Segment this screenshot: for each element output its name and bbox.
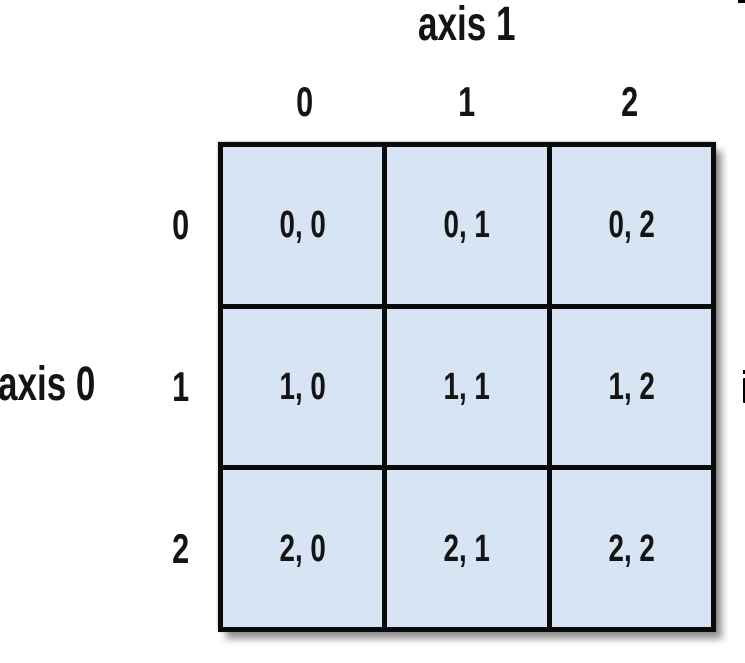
cell-0-1: 0, 1 xyxy=(387,147,547,304)
cell-1-2: 1, 2 xyxy=(551,308,711,466)
cell-2-1: 2, 1 xyxy=(387,470,547,627)
cell-2-0: 2, 0 xyxy=(223,470,383,627)
cell-2-2: 2, 2 xyxy=(551,470,711,627)
cell-1-1: 1, 1 xyxy=(387,308,547,466)
cell-0-0: 0, 0 xyxy=(223,147,383,304)
column-headers: 0 1 2 xyxy=(223,81,711,123)
axis-1-title: axis 1 xyxy=(218,1,716,49)
cropped-glyph-dot-artifact xyxy=(743,370,745,374)
cell-0-2: 0, 2 xyxy=(551,147,711,304)
row-header-2: 2 xyxy=(172,525,190,572)
array-grid: 0, 0 0, 1 0, 2 1, 0 1, 1 1, 2 2, 0 2, 1 … xyxy=(218,142,716,632)
column-header-2: 2 xyxy=(621,78,639,125)
cropped-glyph-artifact xyxy=(743,378,745,403)
column-header-1: 1 xyxy=(458,78,476,125)
row-header-1: 1 xyxy=(172,363,190,410)
cropped-corner-mark xyxy=(738,0,745,3)
cell-1-0: 1, 0 xyxy=(223,308,383,466)
axis-0-label: axis 0 xyxy=(0,361,131,409)
column-header-0: 0 xyxy=(295,78,313,125)
axis-1-title-text: axis 1 xyxy=(418,0,516,51)
axis-0-label-text: axis 0 xyxy=(0,358,96,411)
row-header-0: 0 xyxy=(172,201,190,248)
